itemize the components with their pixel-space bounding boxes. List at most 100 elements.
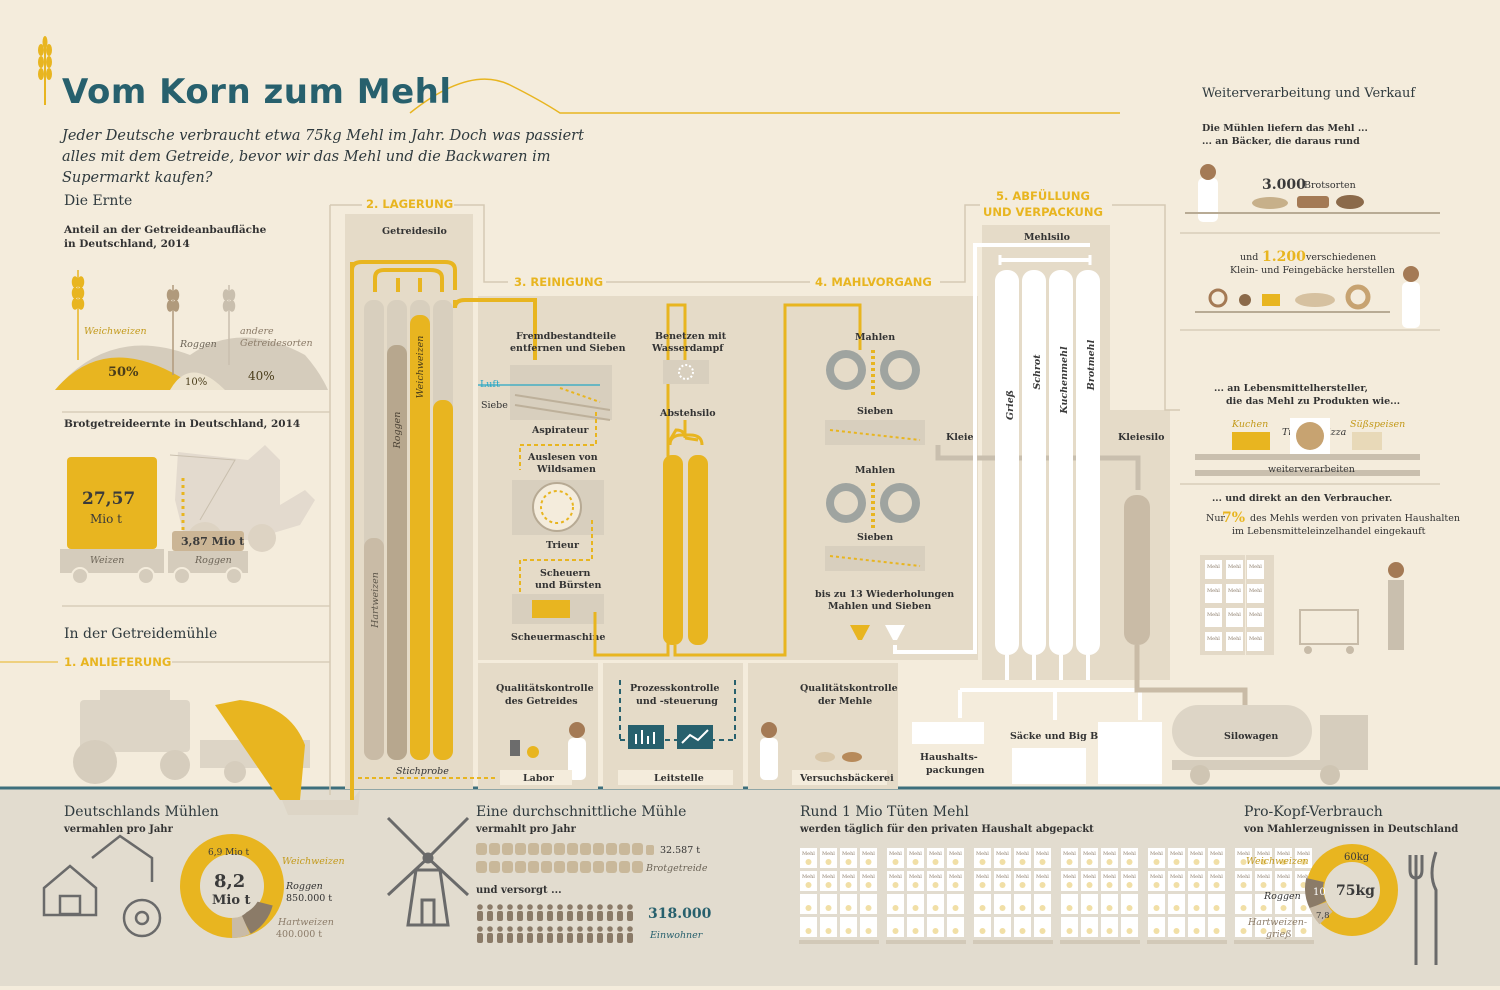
flour-bag-icon	[1208, 894, 1225, 914]
pastry-label-2: Klein- und Feingebäcke herstellen	[1230, 265, 1395, 276]
person-icon	[567, 926, 573, 943]
grain-sack-icon	[593, 843, 604, 855]
silo-grain-hardwheat: Hartweizen	[370, 572, 381, 629]
control-monitors-icon	[628, 725, 713, 749]
flour-bag-icon	[947, 894, 964, 914]
aspirator	[478, 365, 612, 421]
person-icon	[507, 926, 513, 943]
crop-share-chart: Weichweizen Roggen andere Getreidesorten…	[55, 270, 328, 390]
flour-bag-label: Mehl	[1103, 874, 1116, 880]
flour-bag-icon	[1235, 894, 1252, 914]
flour-bag-icon	[1168, 917, 1185, 937]
flour-bag-label: Mehl	[1207, 564, 1220, 570]
flour-bag-label: Mehl	[929, 874, 942, 880]
baker-shop-icon	[1185, 164, 1440, 222]
flour-bag-icon	[1205, 608, 1222, 627]
grain-sack-icon	[567, 861, 578, 873]
flour-bag-icon	[1148, 917, 1165, 937]
wet-label-1: Benetzen mit	[655, 331, 727, 342]
crop-label-other-1: andere	[240, 326, 274, 337]
grain-sack-icon	[541, 861, 552, 873]
flour-bag-icon	[1295, 848, 1312, 868]
household-label-2: packungen	[926, 765, 985, 776]
flour-bag-icon	[1226, 608, 1243, 627]
person-icon	[537, 926, 543, 943]
crop-label-rye: Roggen	[179, 339, 217, 350]
grain-sack-icon	[515, 843, 526, 855]
mills-title: Deutschlands Mühlen	[64, 804, 219, 820]
per-capita-wheat: Weichweizen	[1246, 856, 1309, 867]
mills-rye: Roggen	[285, 881, 323, 892]
mill-heading: In der Getreidemühle	[64, 626, 217, 642]
flour-bag-icon	[860, 894, 877, 914]
flour-bag-icon	[1014, 894, 1031, 914]
control-label: Leitstelle	[654, 773, 704, 784]
flour-bag-icon	[1247, 608, 1264, 627]
flour-bag-icon	[1247, 584, 1264, 603]
mills-subtitle: vermahlen pro Jahr	[63, 824, 174, 835]
sweets-label: Süßspeisen	[1350, 419, 1405, 430]
avg-mill-subtitle: vermahlt pro Jahr	[475, 824, 577, 835]
flour-bag-icon	[1148, 871, 1165, 891]
flour-bag-label: Mehl	[1170, 874, 1183, 880]
bran-silo-label: Kleiesilo	[1118, 432, 1164, 443]
flour-bag-icon	[1121, 848, 1138, 868]
flour-bag-icon	[1014, 917, 1031, 937]
person-icon	[587, 904, 593, 921]
flour-bag-icon	[887, 848, 904, 868]
mills-rye-val: 850.000 t	[286, 893, 332, 904]
flour-bag-label: Mehl	[1016, 851, 1029, 857]
flour-bag-icon	[994, 894, 1011, 914]
crop-label-other-2: Getreidesorten	[240, 338, 313, 349]
bags-label: Säcke und Big Bags	[1010, 731, 1116, 742]
flour-bag-label: Mehl	[976, 874, 989, 880]
qc-grain-2: des Getreides	[505, 696, 578, 707]
share-text-1: des Mehls werden von privaten Haushalten	[1250, 513, 1460, 524]
flour-bag-icon	[887, 894, 904, 914]
trieur-label: Trieur	[546, 540, 580, 551]
person-icon	[597, 904, 603, 921]
per-capita-total: 75kg	[1336, 883, 1375, 899]
flour-type-schrot: Schrot	[1032, 354, 1043, 390]
clean-step3-b: und Bürsten	[535, 580, 601, 591]
flour-bag-icon	[927, 917, 944, 937]
clean-step2-a: Auslesen von	[527, 452, 598, 463]
process-control-2: und -steuerung	[636, 696, 718, 707]
person-icon	[537, 904, 543, 921]
flour-bag-icon	[1014, 871, 1031, 891]
manufacturer-line-2: die das Mehl zu Produkten wie...	[1226, 396, 1400, 407]
flour-bag-label: Mehl	[1016, 874, 1029, 880]
sifter-1	[825, 420, 925, 445]
grain-sack-icon	[606, 843, 617, 855]
tanker-truck-icon	[1172, 705, 1368, 785]
direct-line: ... und direkt an den Verbraucher.	[1212, 493, 1392, 504]
pastry-count: 1.200	[1262, 249, 1306, 265]
bread-count: 3.000	[1262, 177, 1306, 193]
person-icon	[617, 904, 623, 921]
mills-donut	[180, 834, 284, 938]
stage-filling-2: UND VERPACKUNG	[983, 205, 1103, 219]
flour-bag-label: Mehl	[909, 851, 922, 857]
flour-bag-icon	[927, 871, 944, 891]
intro-text: Jeder Deutsche verbraucht etwa 75kg Mehl…	[62, 128, 584, 186]
flour-bag-label: Mehl	[1257, 874, 1270, 880]
grind-label-1: Mahlen	[855, 332, 895, 343]
person-icon	[527, 904, 533, 921]
flour-bag-label: Mehl	[909, 874, 922, 880]
flour-bag-label: Mehl	[889, 851, 902, 857]
flour-bag-icon	[860, 848, 877, 868]
harvest-heading: Die Ernte	[64, 193, 132, 209]
bran-silo	[1124, 495, 1248, 705]
mills-total: 8,2	[214, 871, 245, 892]
flour-type-griess: Grieß	[1005, 390, 1016, 420]
stage-cleaning: 3. REINIGUNG	[514, 275, 603, 289]
lab-technician-icon	[510, 722, 586, 780]
flour-bag-icon	[840, 894, 857, 914]
flour-bag-label: Mehl	[822, 874, 835, 880]
harvest-trailers: 27,57 Mio t 3,87 Mio t Weizen Roggen	[60, 445, 315, 585]
flour-bag-icon	[1061, 871, 1078, 891]
windmill-icon	[386, 816, 470, 927]
bakery-label: Versuchsbäckerei	[799, 773, 894, 784]
flour-bag-icon	[907, 917, 924, 937]
